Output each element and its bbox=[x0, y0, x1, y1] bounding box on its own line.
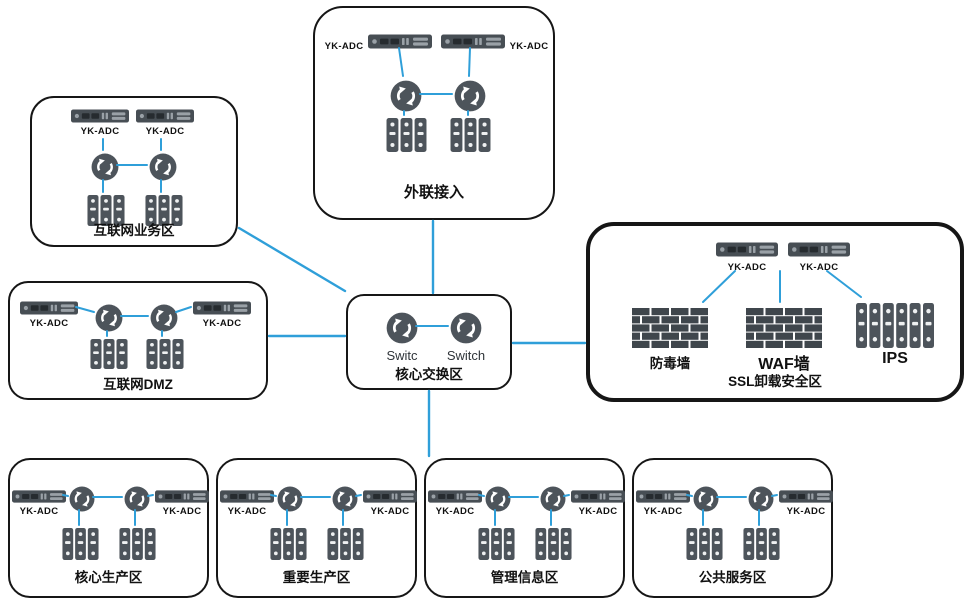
adc-label: YK-ADC bbox=[786, 506, 826, 517]
zone-management-info: YK-ADC YK-ADC 管理信息区 bbox=[424, 458, 625, 598]
switch-label: Switch bbox=[446, 348, 486, 363]
server-rack-icon bbox=[743, 528, 780, 560]
server-rack-icon bbox=[327, 528, 364, 560]
server-rack-icon bbox=[62, 528, 99, 560]
load-balancer-icon bbox=[149, 153, 177, 181]
load-balancer-icon bbox=[69, 486, 95, 512]
zone-label: SSL卸载安全区 bbox=[728, 374, 822, 389]
server-rack-icon bbox=[386, 118, 427, 152]
server-rack-icon bbox=[270, 528, 307, 560]
zone-public-service: YK-ADC YK-ADC 公共服务区 bbox=[632, 458, 833, 598]
zone-label: 核心生产区 bbox=[74, 570, 143, 585]
load-balancer-icon bbox=[95, 304, 123, 332]
zone-label: 管理信息区 bbox=[490, 570, 559, 585]
adc-label: YK-ADC bbox=[578, 506, 618, 517]
switch-icon bbox=[386, 312, 418, 344]
zone-ssl-offload-security: YK-ADC YK-ADC 防毒墙 WAF墙 IPS SSL卸载安全区 bbox=[586, 222, 964, 402]
adc-appliance-icon bbox=[636, 490, 690, 503]
load-balancer-icon bbox=[91, 153, 119, 181]
adc-appliance-icon bbox=[368, 34, 432, 49]
adc-appliance-icon bbox=[220, 490, 274, 503]
adc-label: YK-ADC bbox=[799, 262, 839, 273]
adc-appliance-icon bbox=[716, 242, 778, 257]
adc-appliance-icon bbox=[20, 301, 78, 315]
adc-label: YK-ADC bbox=[202, 318, 242, 329]
zone-internet-business: YK-ADC YK-ADC 互联网业务区 bbox=[30, 96, 238, 247]
zone-internet-dmz: YK-ADC YK-ADC 互联网DMZ bbox=[8, 281, 268, 400]
adc-label: YK-ADC bbox=[727, 262, 767, 273]
server-rack-icon bbox=[146, 339, 184, 369]
adc-label: YK-ADC bbox=[145, 126, 185, 137]
server-rack-icon bbox=[686, 528, 723, 560]
adc-appliance-icon bbox=[571, 490, 625, 503]
adc-appliance-icon bbox=[788, 242, 850, 257]
adc-label: YK-ADC bbox=[29, 318, 69, 329]
zone-core-production: YK-ADC YK-ADC 核心生产区 bbox=[8, 458, 209, 598]
zone-label: 外联接入 bbox=[403, 184, 464, 201]
adc-label: YK-ADC bbox=[435, 506, 475, 517]
adc-label: YK-ADC bbox=[370, 506, 410, 517]
load-balancer-icon bbox=[124, 486, 150, 512]
antivirus-wall-label: 防毒墙 bbox=[649, 356, 691, 371]
zone-label: 公共服务区 bbox=[698, 570, 767, 585]
adc-label: YK-ADC bbox=[643, 506, 683, 517]
load-balancer-icon bbox=[332, 486, 358, 512]
adc-label: YK-ADC bbox=[80, 126, 120, 137]
load-balancer-icon bbox=[485, 486, 511, 512]
server-rack-icon bbox=[535, 528, 572, 560]
adc-appliance-icon bbox=[193, 301, 251, 315]
adc-label: YK-ADC bbox=[324, 41, 364, 52]
zone-label: 重要生产区 bbox=[282, 570, 351, 585]
adc-label: YK-ADC bbox=[509, 41, 549, 52]
server-rack-icon bbox=[90, 339, 128, 369]
adc-appliance-icon bbox=[441, 34, 505, 49]
load-balancer-icon bbox=[540, 486, 566, 512]
zone-external-access: YK-ADC YK-ADC 外联接入 bbox=[313, 6, 555, 220]
ips-rack-icon bbox=[856, 303, 934, 348]
adc-label: YK-ADC bbox=[19, 506, 59, 517]
zone-label: 互联网业务区 bbox=[93, 223, 175, 238]
load-balancer-icon bbox=[454, 80, 486, 112]
switch-icon bbox=[450, 312, 482, 344]
zone-core-switch: Switc Switch 核心交换区 bbox=[346, 294, 512, 390]
adc-appliance-icon bbox=[71, 109, 129, 123]
load-balancer-icon bbox=[693, 486, 719, 512]
ips-label: IPS bbox=[882, 350, 908, 367]
adc-label: YK-ADC bbox=[162, 506, 202, 517]
adc-appliance-icon bbox=[428, 490, 482, 503]
server-rack-icon bbox=[450, 118, 491, 152]
load-balancer-icon bbox=[150, 304, 178, 332]
load-balancer-icon bbox=[277, 486, 303, 512]
zone-label: 互联网DMZ bbox=[103, 377, 173, 392]
adc-appliance-icon bbox=[136, 109, 194, 123]
adc-appliance-icon bbox=[12, 490, 66, 503]
waf-wall-label: WAF墙 bbox=[758, 356, 810, 373]
zone-important-production: YK-ADC YK-ADC 重要生产区 bbox=[216, 458, 417, 598]
load-balancer-icon bbox=[748, 486, 774, 512]
firewall-wall-icon bbox=[632, 308, 708, 348]
zone-label: 核心交换区 bbox=[395, 367, 463, 382]
switch-label: Switc bbox=[386, 348, 418, 363]
adc-appliance-icon bbox=[363, 490, 417, 503]
load-balancer-icon bbox=[390, 80, 422, 112]
server-rack-icon bbox=[119, 528, 156, 560]
server-rack-icon bbox=[478, 528, 515, 560]
adc-appliance-icon bbox=[779, 490, 833, 503]
firewall-wall-icon bbox=[746, 308, 822, 348]
adc-label: YK-ADC bbox=[227, 506, 267, 517]
adc-appliance-icon bbox=[155, 490, 209, 503]
